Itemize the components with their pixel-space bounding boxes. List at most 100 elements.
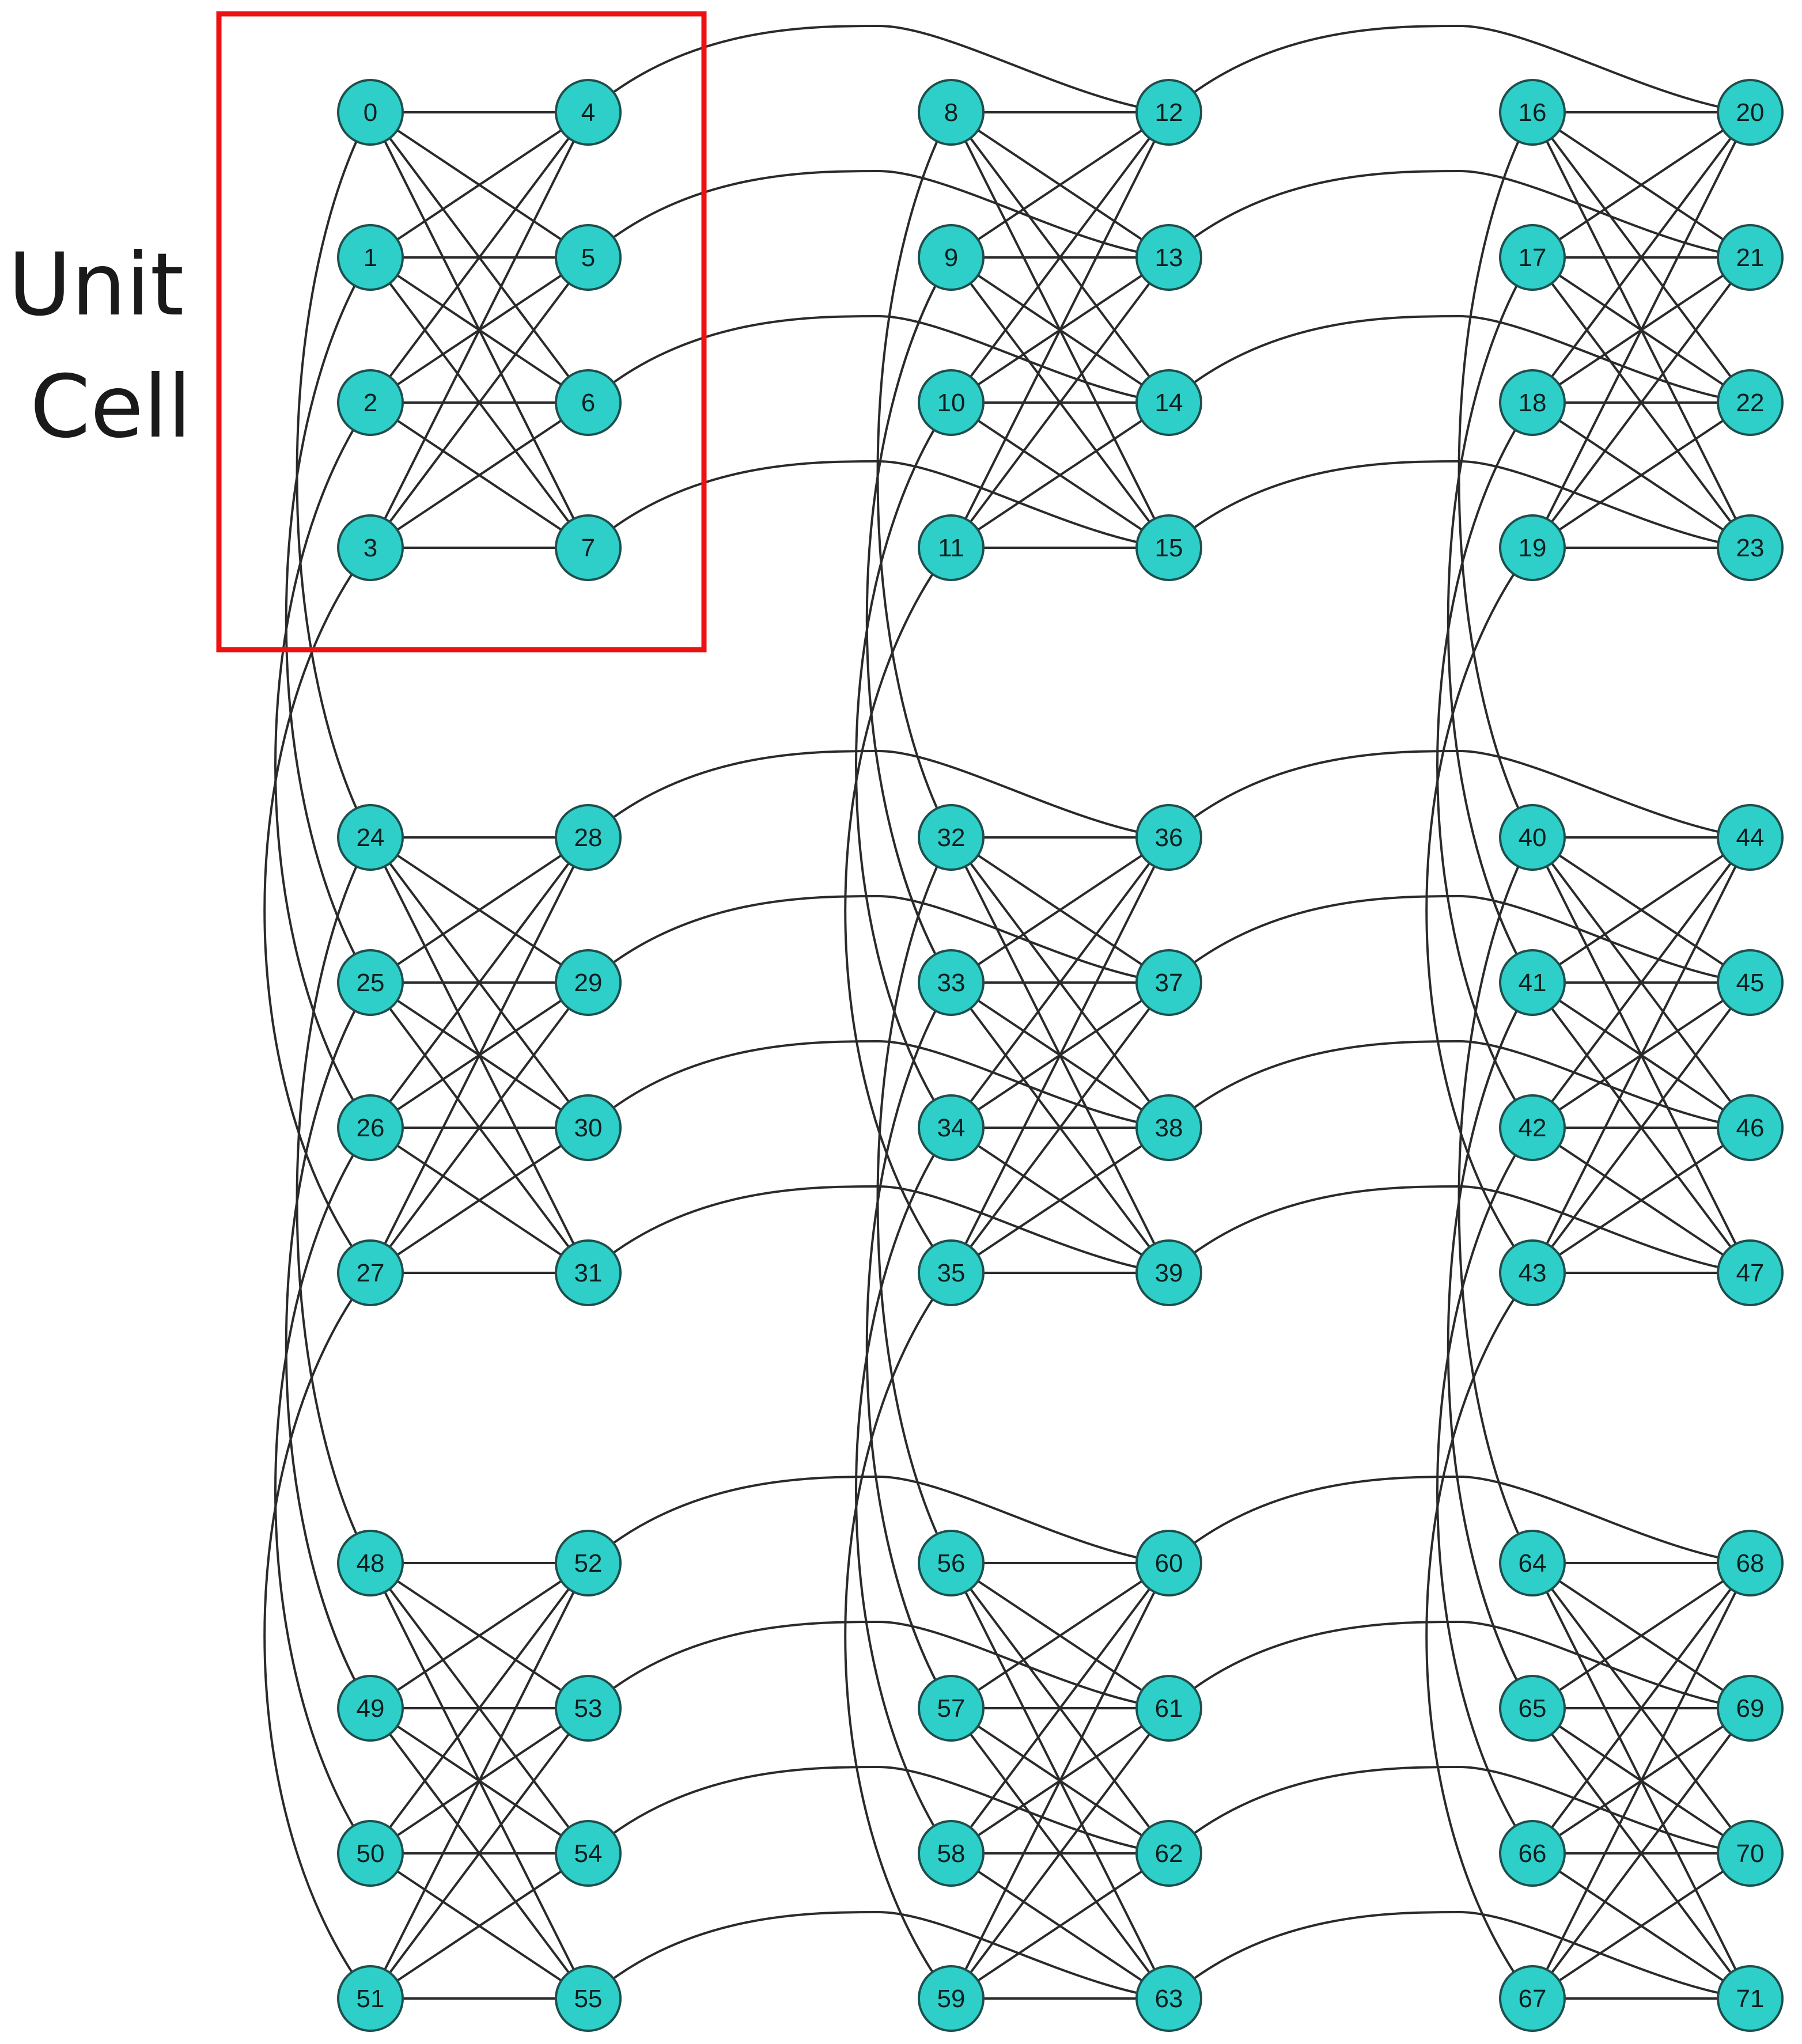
graph-node: 63 (1135, 1965, 1202, 2032)
horizontal-coupler-edge (587, 749, 1169, 839)
vertical-coupler-edge (865, 256, 952, 984)
horizontal-coupler-edge (1168, 1620, 1751, 1709)
node-label: 3 (364, 534, 377, 562)
graph-node: 7 (555, 514, 622, 581)
node-circle (918, 369, 985, 436)
intra-cell-edge (950, 981, 1170, 1274)
node-circle (1717, 1239, 1784, 1306)
node-circle (555, 79, 622, 146)
node-label: 62 (1155, 1840, 1183, 1868)
horizontal-coupler-edge (587, 1765, 1169, 1855)
node-circle (1717, 369, 1784, 436)
node-label: 17 (1519, 244, 1547, 272)
graph-node: 16 (1499, 79, 1566, 146)
node-label: 14 (1155, 389, 1183, 417)
horizontal-coupler-edge (1168, 314, 1751, 404)
horizontal-coupler-edge (1168, 1765, 1751, 1855)
node-circle (918, 1675, 985, 1742)
node-label: 28 (574, 824, 603, 852)
node-label: 32 (937, 824, 966, 852)
node-label: 54 (574, 1840, 603, 1868)
graph-node: 4 (555, 79, 622, 146)
intra-cell-edge (1531, 837, 1751, 1273)
intra-cell-edge (1531, 1563, 1751, 1999)
graph-node: 27 (337, 1239, 404, 1306)
graph-node: 32 (918, 804, 985, 871)
node-circle (918, 514, 985, 581)
graph-node: 6 (555, 369, 622, 436)
intra-cell-edge (1531, 1562, 1751, 1855)
node-label: 16 (1519, 98, 1547, 127)
node-label: 41 (1519, 969, 1547, 997)
graph-node: 39 (1135, 1239, 1202, 1306)
graph-node: 45 (1717, 949, 1784, 1016)
horizontal-coupler-edge (1168, 749, 1751, 839)
node-circle (1499, 1530, 1566, 1596)
horizontal-coupler-edge (587, 894, 1169, 984)
intra-cell-edge (1531, 981, 1751, 1274)
intra-cell-edge (369, 836, 589, 984)
node-circle (1135, 79, 1202, 146)
node-circle (1135, 224, 1202, 291)
node-label: 70 (1736, 1840, 1765, 1868)
node-label: 11 (938, 534, 964, 562)
node-circle (1135, 804, 1202, 871)
intra-cell-edge (369, 256, 589, 549)
node-label: 40 (1519, 824, 1547, 852)
graph-node: 64 (1499, 1530, 1566, 1596)
graph-node: 69 (1717, 1675, 1784, 1742)
node-circle (1135, 949, 1202, 1016)
node-circle (1135, 1530, 1202, 1596)
intra-cell-edge (369, 111, 589, 404)
node-circle (1135, 1965, 1202, 2032)
graph-node: 37 (1135, 949, 1202, 1016)
node-circle (555, 1820, 622, 1887)
node-circle (1717, 949, 1784, 1016)
node-label: 0 (364, 98, 377, 127)
graph-node: 36 (1135, 804, 1202, 871)
node-label: 69 (1736, 1694, 1765, 1723)
node-circle (918, 1820, 985, 1887)
node-label: 25 (357, 969, 385, 997)
graph-node: 70 (1717, 1820, 1784, 1887)
node-label: 68 (1736, 1549, 1765, 1577)
node-circle (555, 369, 622, 436)
nodes-layer: 0123456789101112131415161718192021222324… (337, 79, 1784, 2032)
graph-node: 33 (918, 949, 985, 1016)
vertical-coupler-edge (876, 112, 952, 838)
intra-cell-edge (1531, 836, 1751, 984)
node-label: 45 (1736, 969, 1765, 997)
node-label: 63 (1155, 1985, 1183, 2013)
intra-cell-edge (369, 1707, 589, 2000)
node-circle (1135, 1675, 1202, 1742)
node-circle (337, 1965, 404, 2032)
node-label: 50 (357, 1840, 385, 1868)
horizontal-coupler-edge (587, 1620, 1169, 1709)
graph-node: 23 (1717, 514, 1784, 581)
intra-cell-edge (369, 401, 589, 549)
graph-node: 12 (1135, 79, 1202, 146)
node-label: 67 (1519, 1985, 1547, 2013)
node-circle (337, 1239, 404, 1306)
node-circle (918, 79, 985, 146)
node-circle (555, 1094, 622, 1161)
vertical-coupler-edge (274, 1127, 372, 1855)
node-label: 48 (357, 1549, 385, 1577)
graph-node: 60 (1135, 1530, 1202, 1596)
node-label: 19 (1519, 534, 1547, 562)
graph-node: 41 (1499, 949, 1566, 1016)
intra-cell-edge (1531, 112, 1751, 548)
graph-node: 2 (337, 369, 404, 436)
node-circle (918, 1239, 985, 1306)
intra-cell-edge (950, 1563, 1170, 1999)
node-circle (337, 1094, 404, 1161)
node-circle (1135, 369, 1202, 436)
vertical-coupler-edge (844, 547, 952, 1274)
vertical-coupler-edge (285, 981, 372, 1709)
node-label: 60 (1155, 1549, 1183, 1577)
vertical-coupler-edge (263, 547, 372, 1274)
node-circle (1717, 1094, 1784, 1161)
node-circle (555, 1675, 622, 1742)
graph-node: 24 (337, 804, 404, 871)
